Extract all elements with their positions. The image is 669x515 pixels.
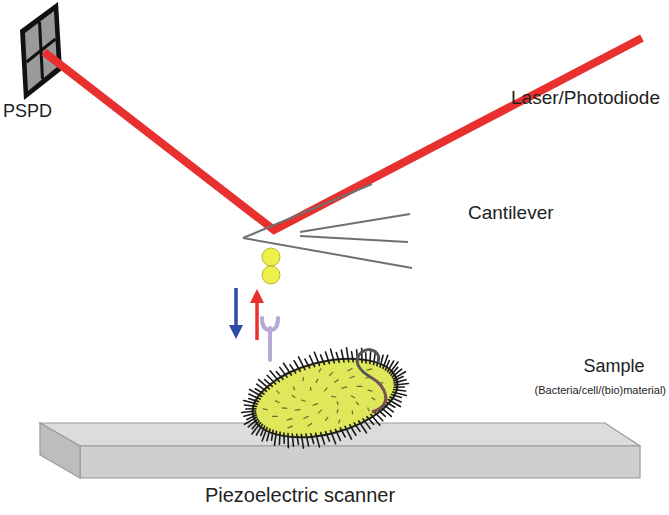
laser-beam <box>44 38 642 230</box>
pspd-detector <box>20 2 62 100</box>
retract-arrow <box>255 296 259 340</box>
flagellum <box>357 350 386 412</box>
approach-arrow <box>234 288 238 332</box>
cantilever <box>243 184 412 268</box>
probe-beads <box>262 248 280 284</box>
cantilever-label: Cantilever <box>468 203 554 224</box>
scanner-label: Piezoelectric scanner <box>205 484 395 506</box>
flagellum-core <box>372 378 386 412</box>
detector-label: PSPD <box>3 102 52 122</box>
receptor <box>262 318 278 360</box>
bacterium <box>232 332 419 464</box>
laser-label: Laser/Photodiode <box>511 88 660 109</box>
sample-label: Sample <box>583 357 644 377</box>
sample-note: (Bacteria/cell/(bio)material) <box>535 384 666 396</box>
